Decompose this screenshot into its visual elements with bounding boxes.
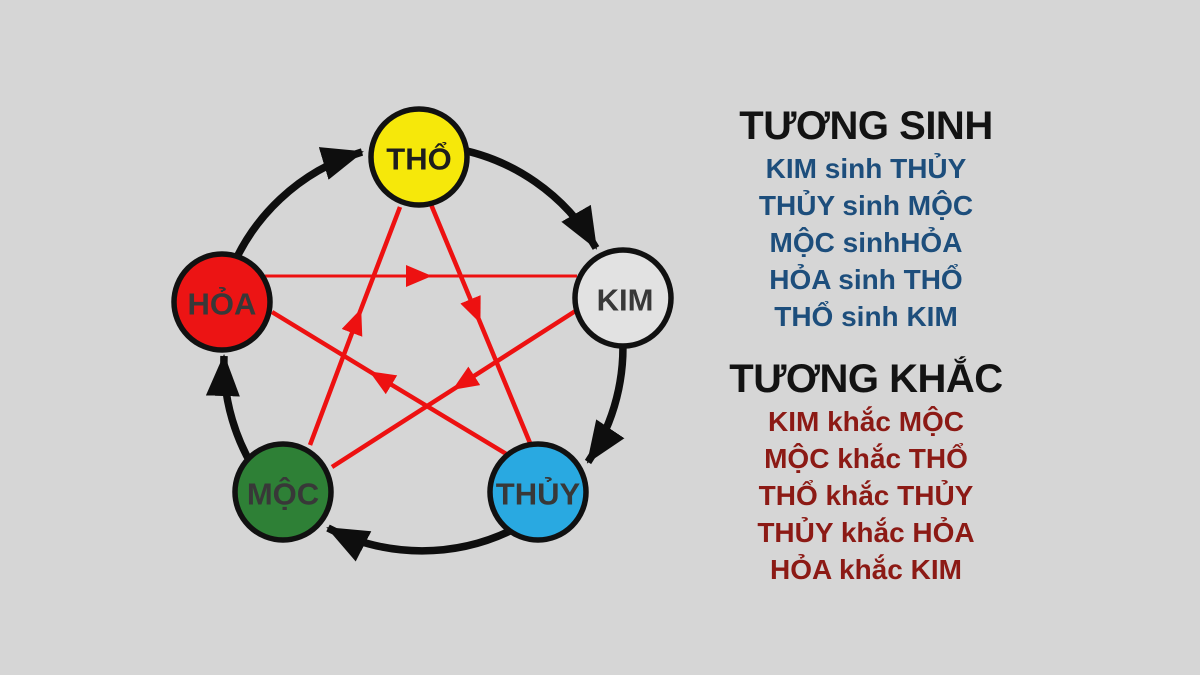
tuong-sinh-heading: TƯƠNG SINH bbox=[739, 104, 993, 148]
node-kim-circle bbox=[572, 247, 674, 349]
khac-rule: THỦY khắc HỎA bbox=[757, 517, 975, 548]
element-node-labels: THỔ KIM THỦY MỘC HỎA bbox=[188, 141, 654, 512]
sinh-rule: THỔ sinh KIM bbox=[774, 301, 958, 332]
overcoming-cycle-arrows bbox=[265, 201, 579, 469]
node-moc-label: MỘC bbox=[247, 476, 319, 512]
node-hoa-label: HỎA bbox=[188, 286, 257, 322]
arrow-moc-overcomes-tho bbox=[307, 206, 403, 446]
khac-rule: KIM khắc MỘC bbox=[767, 406, 965, 437]
node-tho-circle bbox=[368, 106, 470, 208]
rules-panel: TƯƠNG SINH KIM sinh THỦY THỦY sinh MỘC M… bbox=[700, 102, 1032, 588]
sinh-rule: MỘC sinhHỎA bbox=[769, 227, 963, 258]
node-tho-label: THỔ bbox=[386, 141, 451, 177]
arrow-thuy-overcomes-hoa bbox=[270, 310, 510, 457]
arrow-kim-overcomes-moc bbox=[330, 308, 579, 469]
arrow-tho-generates-kim bbox=[451, 144, 600, 250]
tuong-khac-list: KIM khắc MỘC MỘC khắc THỔ THỔ khắc THỦY … bbox=[700, 403, 1032, 588]
khac-rule: THỔ khắc THỦY bbox=[758, 480, 974, 511]
tuong-khac-heading: TƯƠNG KHẮC bbox=[729, 357, 1003, 401]
node-moc-circle bbox=[232, 441, 334, 543]
tuong-sinh-list: KIM sinh THỦY THỦY sinh MỘC MỘC sinhHỎA … bbox=[700, 150, 1032, 335]
arrow-tho-overcomes-thuy bbox=[427, 201, 533, 444]
arrow-thuy-generates-moc bbox=[326, 524, 518, 562]
khac-rule: MỘC khắc THỔ bbox=[764, 443, 968, 474]
sinh-rule: HỎA sinh THỔ bbox=[769, 264, 963, 295]
sinh-rule: KIM sinh THỦY bbox=[765, 153, 967, 184]
node-kim-label: KIM bbox=[597, 283, 654, 318]
node-thuy-circle bbox=[487, 441, 589, 543]
khac-rule: HỎA khắc KIM bbox=[770, 554, 962, 585]
node-thuy-label: THỦY bbox=[496, 476, 581, 512]
element-nodes bbox=[171, 106, 674, 543]
node-hoa-circle bbox=[171, 251, 273, 353]
sinh-rule: THỦY sinh MỘC bbox=[758, 190, 974, 221]
